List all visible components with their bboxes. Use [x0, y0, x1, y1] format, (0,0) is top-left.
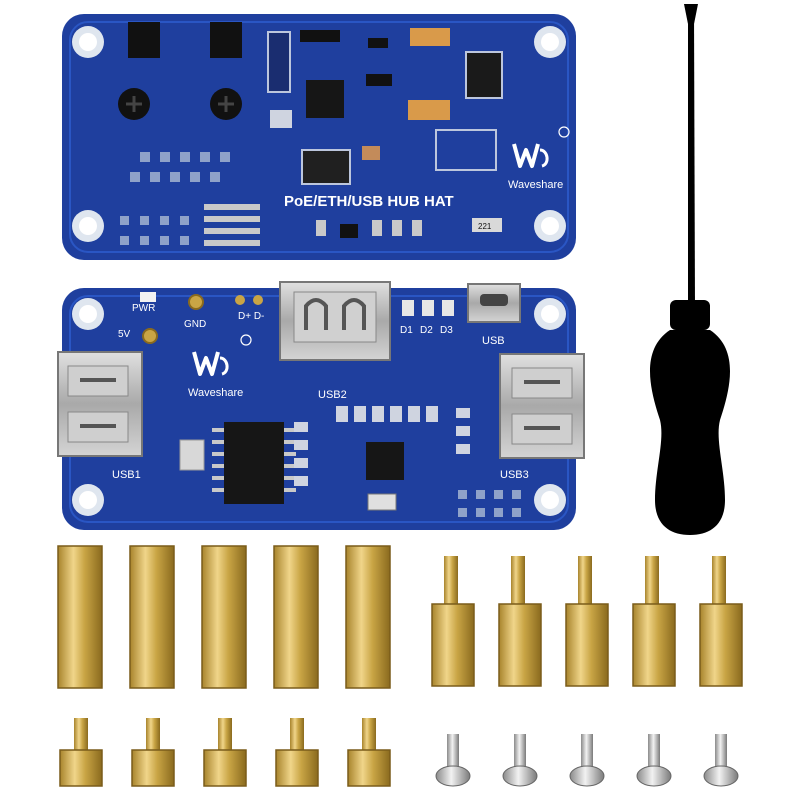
label-d1: D1	[400, 325, 413, 336]
bottom-board	[57, 281, 585, 530]
label-pwr: PWR	[132, 303, 156, 314]
label-gnd: GND	[184, 319, 207, 330]
usb3-port	[499, 353, 585, 459]
screwdriver	[650, 4, 730, 535]
screws	[435, 734, 739, 787]
top-board-brand: Waveshare	[508, 179, 564, 191]
long-standoffs	[57, 545, 391, 689]
top-board: 221	[62, 14, 576, 260]
label-usb2: USB2	[318, 389, 347, 401]
chip-marking: 221	[478, 222, 492, 231]
bottom-board-brand: Waveshare	[188, 387, 244, 399]
label-d2: D2	[420, 325, 433, 336]
short-standoffs	[59, 718, 391, 787]
label-usb3: USB3	[500, 469, 529, 481]
label-usb1: USB1	[112, 469, 141, 481]
top-board-title: PoE/ETH/USB HUB HAT	[284, 193, 454, 210]
male-female-standoffs	[431, 556, 743, 687]
micro-usb-port	[467, 283, 521, 323]
label-usb: USB	[482, 335, 505, 347]
usb2-port	[279, 281, 391, 361]
label-d-plus-minus: D+ D-	[238, 311, 265, 322]
usb1-port	[57, 351, 143, 457]
mounting-holes	[72, 26, 566, 242]
label-5v: 5V	[118, 329, 131, 340]
label-d3: D3	[440, 325, 453, 336]
mounting-holes	[72, 298, 566, 516]
